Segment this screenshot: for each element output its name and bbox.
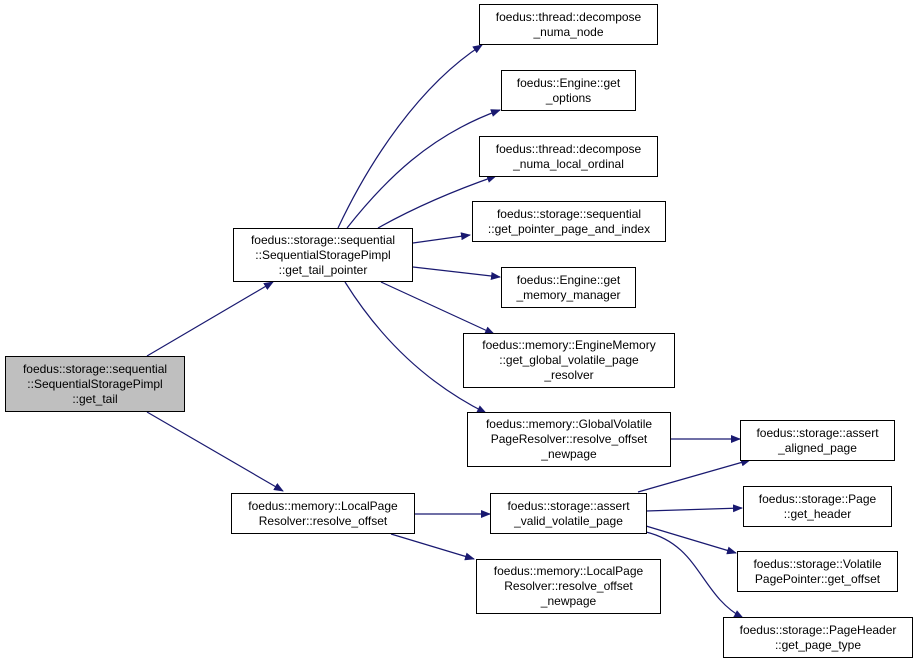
node-get-pointer-page-and-index[interactable]: foedus::storage::sequential::get_pointer…: [472, 201, 666, 242]
edge-get-tail-pointer-to-get-options: [346, 109, 501, 229]
node-decompose-numa-node[interactable]: foedus::thread::decompose_numa_node: [479, 4, 658, 45]
edge-get-tail-pointer-to-get-global-volatile-page-resolver: [380, 281, 495, 335]
edge-get-tail-pointer-to-get-memory-manager: [412, 266, 501, 280]
node-get-tail-pointer[interactable]: foedus::storage::sequential::SequentialS…: [233, 228, 413, 282]
edge-get-tail-pointer-to-get-pointer-page-and-index: [412, 232, 471, 244]
edge-local-resolve-offset-to-local-resolve-offset-newpage: [390, 533, 475, 561]
node-get-global-volatile-page-resolver[interactable]: foedus::memory::EngineMemory::get_global…: [463, 333, 675, 388]
edge-get-tail-pointer-to-decompose-numa-local-ordinal: [377, 175, 497, 229]
edge-get-tail-to-local-resolve-offset: [146, 411, 284, 492]
node-get-memory-manager[interactable]: foedus::Engine::get_memory_manager: [501, 267, 636, 308]
edge-assert-valid-volatile-page-to-volatile-page-pointer-get-offset: [645, 525, 737, 555]
node-assert-aligned-page[interactable]: foedus::storage::assert_aligned_page: [740, 420, 895, 461]
node-get-options[interactable]: foedus::Engine::get_options: [501, 70, 636, 111]
node-page-header-get-page-type[interactable]: foedus::storage::PageHeader::get_page_ty…: [723, 617, 913, 658]
node-assert-valid-volatile-page[interactable]: foedus::storage::assert_valid_volatile_p…: [490, 493, 647, 534]
edge-assert-valid-volatile-page-to-page-header-get-page-type: [645, 531, 744, 619]
edge-assert-valid-volatile-page-to-assert-aligned-page: [637, 458, 751, 493]
edge-get-tail-pointer-to-global-resolve-offset-newpage: [344, 281, 487, 414]
node-get-tail: foedus::storage::sequential::SequentialS…: [5, 356, 185, 412]
edge-get-tail-pointer-to-decompose-numa-node: [337, 44, 483, 229]
node-decompose-numa-local-ordinal[interactable]: foedus::thread::decompose_numa_local_ord…: [479, 136, 658, 177]
edge-assert-valid-volatile-page-to-page-get-header: [645, 504, 743, 513]
node-page-get-header[interactable]: foedus::storage::Page::get_header: [743, 486, 892, 527]
edge-get-tail-to-get-tail-pointer: [146, 281, 274, 357]
